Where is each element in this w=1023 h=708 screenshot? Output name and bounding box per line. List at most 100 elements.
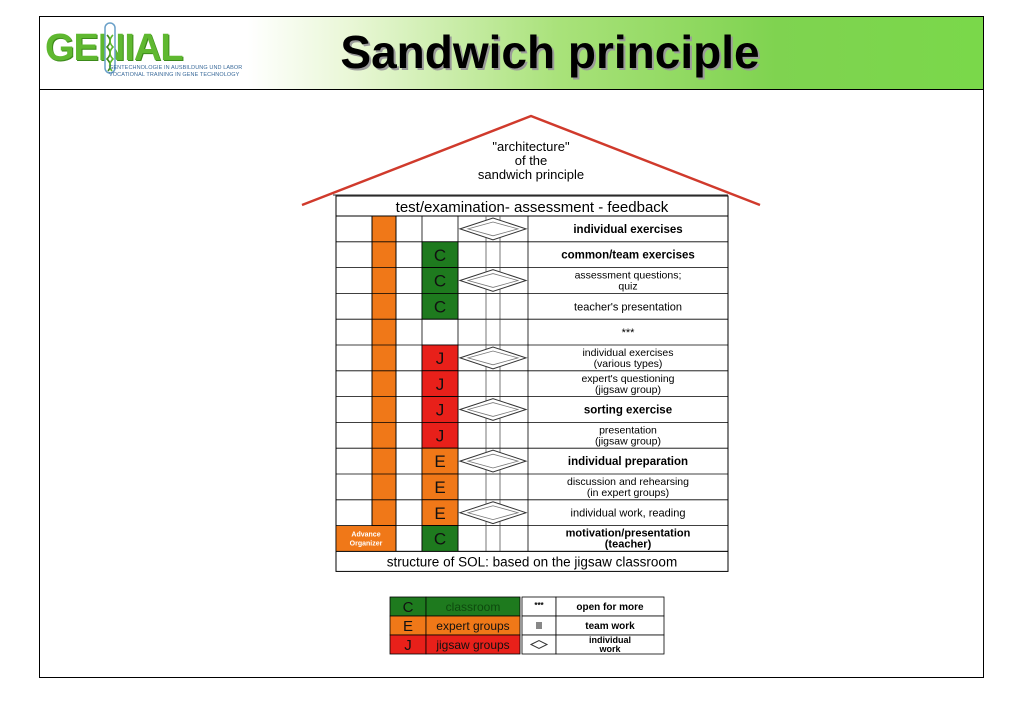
bottom-banner-text: structure of SOL: based on the jigsaw cl… [387, 554, 677, 569]
code-cell [421, 241, 459, 269]
individual-work-diamond-inner [466, 453, 520, 469]
bottom-banner-box [335, 550, 729, 572]
advance-organizer-label: Organizer [350, 541, 383, 548]
legend-symbol-label: team work [585, 621, 635, 632]
code-cell [421, 473, 459, 501]
code-cell [421, 396, 459, 423]
code-cell [421, 499, 459, 526]
legend-code-letter: E [403, 618, 413, 635]
roof-title-line: sandwich principle [478, 167, 584, 182]
individual-work-diamond [458, 217, 528, 241]
row-label: (in expert groups) [587, 487, 669, 499]
logo-tagline-english: VOCATIONAL TRAINING IN GENE TECHNOLOGY [109, 72, 240, 78]
slide-header: GENIAL GENTECHNOLOGIE IN AUSBILDUNG UND … [40, 17, 983, 90]
code-letter: E [434, 478, 445, 497]
code-letter: J [436, 349, 445, 368]
advance-organizer-label: Advance [351, 532, 380, 539]
roof-line [301, 114, 761, 207]
code-cell [421, 267, 459, 294]
row-label: discussion and rehearsing [567, 476, 689, 488]
slide: GENIAL GENTECHNOLOGIE IN AUSBILDUNG UND … [39, 16, 984, 678]
legend-symbol-label: individual [589, 635, 631, 645]
individual-work-diamond [458, 346, 528, 370]
roof-title-line: of the [515, 153, 548, 168]
row-label: presentation [599, 424, 657, 436]
legend-symbol-desc-cell [555, 634, 665, 655]
code-letter: J [436, 401, 445, 420]
row-label: (various types) [594, 358, 663, 370]
row-label: *** [622, 327, 636, 339]
code-letter: C [434, 272, 446, 291]
code-letter: J [436, 375, 445, 394]
individual-work-diamond [458, 449, 528, 473]
legend-code-label: jigsaw groups [435, 638, 509, 652]
slide-title: Sandwich principle [340, 26, 760, 78]
row-label: motivation/presentation [566, 528, 691, 540]
legend-symbol-row: *** open for more [521, 596, 665, 617]
row-label: individual work, reading [571, 508, 686, 520]
code-cell [421, 292, 459, 320]
code-cell [421, 421, 459, 449]
individual-work-diamond [458, 269, 528, 292]
logo-tagline-german: GENTECHNOLOGIE IN AUSBILDUNG UND LABOR [109, 65, 243, 71]
code-letter: C [434, 530, 446, 549]
house-row: *** [336, 318, 728, 345]
genial-logo: GENIAL GENTECHNOLOGIE IN AUSBILDUNG UND … [45, 22, 242, 85]
legend-code-letter: C [403, 599, 414, 616]
row-label: assessment questions; [575, 270, 682, 282]
individual-work-diamond-inner [466, 402, 520, 417]
individual-work-symbol [529, 639, 549, 650]
grid-frame [335, 215, 729, 552]
house-structure: test/examination- assessment - feedbackA… [335, 195, 729, 572]
row-label: quiz [618, 281, 637, 293]
individual-work-diamond [458, 398, 528, 421]
code-cell [421, 525, 459, 552]
team-work-symbol [536, 622, 542, 629]
legend-code-letter: J [404, 637, 412, 654]
code-cell [421, 344, 459, 372]
legend-label-cell [425, 634, 521, 655]
code-letter: C [434, 246, 446, 265]
row-label: (jigsaw group) [595, 384, 661, 396]
row-label: individual exercises [573, 224, 682, 236]
row-label: sorting exercise [584, 405, 672, 417]
row-label: teacher's presentation [574, 301, 682, 313]
legend-symbol-row: team work [521, 615, 665, 636]
code-letter: J [436, 426, 445, 445]
row-label: individual preparation [568, 456, 688, 468]
roof-title-line: "architecture" [492, 139, 570, 154]
row-label: individual exercises [582, 347, 673, 359]
row-label: expert's questioning [581, 373, 674, 385]
legend-symbol-label: open for more [576, 602, 644, 613]
code-letter: E [434, 452, 445, 471]
individual-work-diamond-inner [466, 350, 520, 366]
individual-work-diamond-inner [466, 273, 520, 288]
code-cell [421, 447, 459, 475]
row-label: common/team exercises [561, 250, 695, 262]
code-letter: C [434, 297, 446, 316]
top-banner-text: test/examination- assessment - feedback [396, 199, 669, 216]
row-label: (teacher) [605, 539, 652, 551]
legend-symbol-label: work [598, 644, 621, 654]
test-tube-icon [104, 22, 116, 74]
open-for-more-symbol: *** [534, 601, 544, 610]
house-row: individual exercises [336, 215, 728, 242]
row-label: (jigsaw group) [595, 435, 661, 447]
code-letter: E [434, 504, 445, 523]
